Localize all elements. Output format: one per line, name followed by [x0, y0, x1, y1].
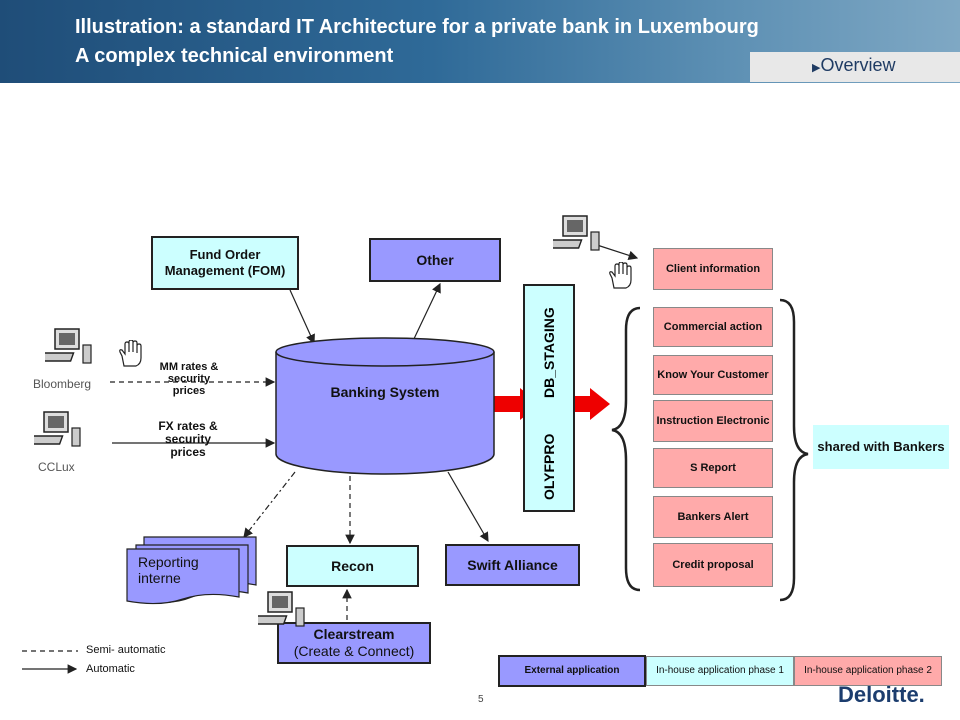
module-label: S Report	[690, 461, 736, 474]
deloitte-logo: Deloitte.	[838, 682, 925, 707]
module-s-report[interactable]: S Report	[653, 448, 773, 488]
legend-semi-automatic-label: Semi- automatic	[86, 644, 166, 656]
clearstream-label: Clearstream	[313, 626, 395, 643]
bloomberg-label: Bloomberg	[33, 377, 92, 391]
hand-icon	[119, 340, 142, 367]
module-bankers-alert[interactable]: Bankers Alert	[653, 496, 773, 538]
computer-icon	[553, 215, 600, 251]
page-title-line-2: A complex technical environment	[75, 45, 394, 67]
module-know-your-customer[interactable]: Know Your Customer	[653, 355, 773, 395]
shared-with-bankers-label: shared with Bankers	[817, 439, 945, 455]
swift-alliance-label: Swift Alliance	[467, 556, 558, 573]
left-brace	[611, 306, 641, 592]
arrow-banking-to-other	[411, 282, 441, 344]
play-triangle-icon: ▶	[812, 62, 821, 74]
computer-icon	[34, 411, 81, 447]
swift-alliance-box[interactable]: Swift Alliance	[445, 544, 580, 586]
right-brace	[779, 298, 809, 602]
red-arrow-staging-to-modules	[572, 388, 610, 420]
legend-inhouse-phase-2: In-house application phase 2	[794, 656, 942, 686]
legend-label: In-house application phase 2	[804, 665, 932, 676]
olyfpro-label: OLYFPRO	[541, 433, 557, 500]
legend-label: External application	[524, 665, 620, 676]
tab-overview-label: Overview	[820, 55, 896, 75]
computer-icon	[45, 328, 92, 364]
banking-system-cylinder	[275, 337, 495, 475]
arrow-fom-to-banking	[289, 289, 315, 345]
recon-box[interactable]: Recon	[286, 545, 419, 587]
reporting-documents-shape	[126, 536, 257, 605]
hand-icon	[609, 262, 632, 289]
legend-inhouse-phase-1: In-house application phase 1	[646, 656, 794, 686]
staging-box[interactable]	[523, 284, 575, 512]
reporting-interne-label: Reporting interne	[138, 554, 199, 587]
other-label: Other	[416, 251, 454, 268]
module-credit-proposal[interactable]: Credit proposal	[653, 543, 773, 587]
arrow-user-to-client-info	[596, 244, 639, 260]
cclux-label: CCLux	[38, 460, 75, 474]
clearstream-box[interactable]: Clearstream (Create & Connect)	[277, 622, 431, 664]
computer-icon	[258, 591, 305, 627]
module-label: Bankers Alert	[677, 510, 749, 523]
recon-label: Recon	[331, 557, 374, 574]
tab-overview[interactable]: ▶Overview	[750, 52, 960, 82]
db-staging-label: DB_STAGING	[541, 307, 557, 398]
module-label: Client information	[665, 262, 761, 275]
module-label: Credit proposal	[672, 558, 754, 571]
page-number: 5	[478, 694, 484, 705]
legend-automatic-label: Automatic	[86, 663, 135, 675]
module-instruction-electronic[interactable]: Instruction Electronic	[653, 400, 773, 442]
fom-label: Fund Order Management (FOM)	[164, 247, 286, 278]
module-client-information[interactable]: Client information	[653, 248, 773, 290]
other-box[interactable]: Other	[369, 238, 501, 282]
legend-external-application: External application	[498, 655, 646, 687]
legend-label: In-house application phase 1	[656, 665, 784, 676]
fx-rates-label: FX rates & security prices	[158, 419, 218, 460]
arrow-banking-to-swift	[447, 471, 489, 543]
shared-with-bankers-box: shared with Bankers	[813, 425, 949, 469]
arrow-banking-to-reporting	[243, 471, 296, 538]
clearstream-sublabel: (Create & Connect)	[293, 643, 415, 659]
module-label: Instruction Electronic	[656, 414, 770, 427]
module-label: Commercial action	[663, 320, 763, 333]
module-label: Know Your Customer	[657, 368, 769, 381]
mm-rates-label: MM rates & security prices	[159, 361, 219, 398]
page-title-line-1: Illustration: a standard IT Architecture…	[75, 16, 759, 38]
banking-system-label: Banking System	[330, 384, 440, 400]
fom-box[interactable]: Fund Order Management (FOM)	[151, 236, 299, 290]
module-commercial-action[interactable]: Commercial action	[653, 307, 773, 347]
